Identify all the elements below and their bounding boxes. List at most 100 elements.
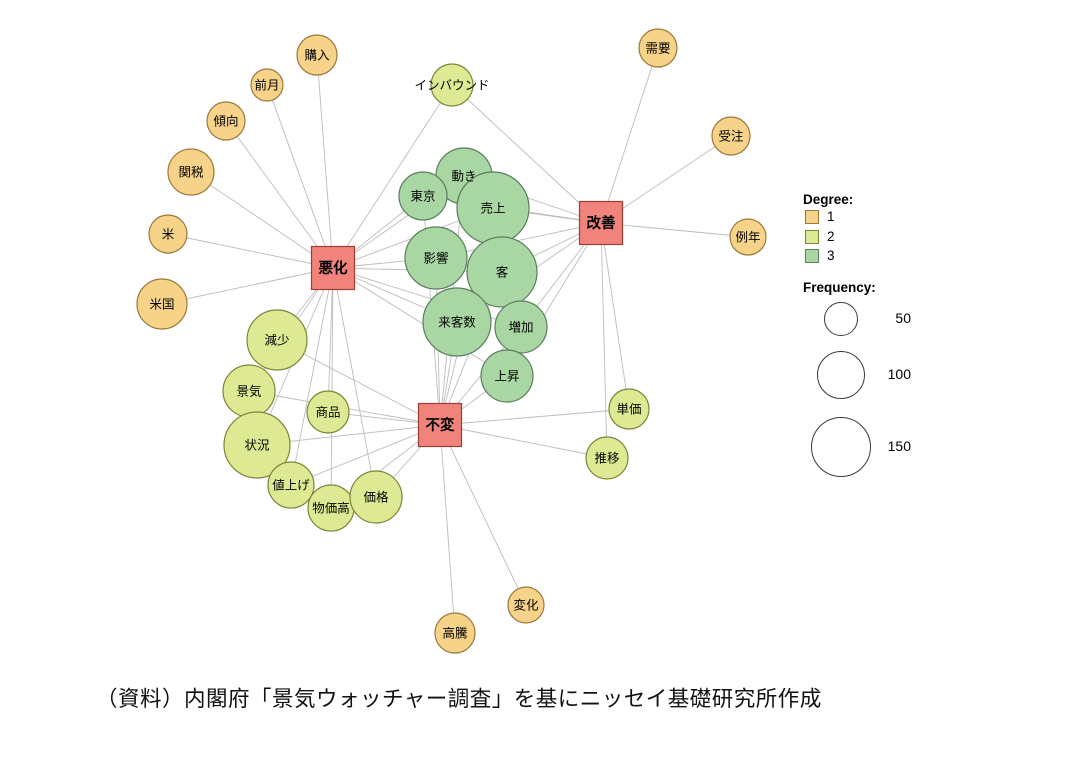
word-node-label: 物価高 — [312, 501, 350, 516]
degree-2-label: 2 — [827, 229, 835, 244]
word-node-circle — [167, 148, 215, 196]
word-node-label: 値上げ — [272, 478, 310, 493]
frequency-50-label: 50 — [895, 310, 911, 326]
word-node-circle — [494, 300, 548, 354]
word-node-circle — [223, 411, 291, 479]
edge — [330, 267, 334, 509]
edge — [439, 408, 630, 426]
frequency-50-circle — [824, 302, 858, 336]
word-node-label: 客 — [496, 265, 509, 280]
center-node-label: 不変 — [426, 416, 455, 434]
word-node-label: 景気 — [236, 384, 261, 399]
edge — [332, 267, 377, 498]
word-node-label: 東京 — [410, 190, 435, 204]
word-node-label: 変化 — [513, 598, 539, 613]
degree-2-swatch — [805, 229, 819, 244]
degree-legend-title: Degree: — [803, 192, 854, 207]
word-node-label: 例年 — [735, 231, 760, 245]
word-node-circle — [466, 236, 538, 308]
edge — [600, 222, 608, 459]
edge — [600, 222, 749, 238]
degree-1-swatch — [805, 209, 819, 224]
frequency-100-circle — [817, 351, 865, 399]
word-node-circle — [206, 101, 246, 141]
edge — [451, 84, 602, 224]
frequency-100-label: 100 — [887, 366, 911, 382]
legend: Degree: 1 2 3 Frequency: 50 100 150 — [803, 192, 953, 502]
word-node-circle — [306, 390, 350, 434]
source-caption: （資料）内閣府「景気ウォッチャー調査」を基にニッセイ基礎研究所作成 — [96, 687, 822, 711]
edge — [190, 171, 334, 269]
word-node-label: 影響 — [423, 251, 448, 266]
center-node-square — [578, 200, 624, 246]
word-node-label: 需要 — [645, 42, 670, 56]
center-node-label: 悪化 — [319, 259, 348, 277]
word-node-label: 商品 — [315, 405, 340, 420]
word-node-label: 傾向 — [213, 114, 238, 129]
word-node-label: 来客数 — [438, 315, 476, 330]
word-node-label: 推移 — [594, 452, 619, 466]
edge — [225, 120, 334, 269]
degree-legend-item-3: 3 — [805, 248, 835, 263]
word-node-label: 米 — [162, 228, 175, 242]
degree-legend-item-1: 1 — [805, 209, 835, 224]
word-node-label: 減少 — [264, 333, 289, 348]
word-node-label: 上昇 — [494, 370, 519, 384]
degree-legend-item-2: 2 — [805, 229, 835, 244]
word-node-circle — [729, 218, 767, 256]
word-node-circle — [296, 34, 338, 76]
edge — [439, 424, 456, 634]
word-node-label: 価格 — [363, 490, 389, 505]
edge — [332, 84, 453, 269]
edge — [290, 424, 441, 486]
word-node-label: 関税 — [178, 166, 204, 180]
word-node-circle — [267, 461, 315, 509]
degree-1-label: 1 — [827, 209, 835, 224]
frequency-150-label: 150 — [887, 438, 911, 454]
edge — [327, 267, 334, 413]
word-node-label: インバウンド — [414, 79, 489, 93]
word-node-circle — [480, 349, 534, 403]
edge — [290, 267, 334, 486]
word-node-circle — [434, 612, 476, 654]
frequency-legend-title: Frequency: — [803, 280, 876, 295]
word-node-label: 高騰 — [442, 626, 468, 641]
word-node-circle — [398, 171, 448, 221]
center-node-square — [310, 245, 356, 291]
word-node-circle — [608, 388, 650, 430]
word-node-circle — [148, 214, 188, 254]
word-node-circle — [404, 226, 468, 290]
center-node-label: 改善 — [587, 214, 616, 232]
word-node-label: 米国 — [149, 298, 174, 312]
word-node-circle — [246, 309, 308, 371]
edge — [266, 84, 334, 269]
edge — [439, 424, 608, 459]
word-node-label: 動き — [451, 170, 476, 184]
edge — [332, 267, 508, 377]
frequency-150-circle — [811, 417, 871, 477]
edge — [316, 54, 334, 269]
word-node-circle — [711, 116, 751, 156]
word-node-circle — [250, 68, 284, 102]
word-node-circle — [349, 470, 403, 524]
word-node-label: 受注 — [718, 129, 744, 144]
degree-3-label: 3 — [827, 248, 835, 263]
word-node-circle — [507, 586, 545, 624]
word-node-circle — [585, 436, 629, 480]
word-node-label: 売上 — [480, 201, 505, 216]
word-node-label: 前月 — [254, 78, 279, 93]
word-node-circle — [638, 28, 678, 68]
word-node-label: 増加 — [508, 321, 533, 335]
edge — [600, 222, 630, 410]
edge — [276, 339, 441, 426]
edge — [167, 233, 334, 269]
word-node-label: 状況 — [244, 438, 270, 453]
word-node-label: 購入 — [304, 49, 330, 63]
edge — [439, 424, 527, 606]
word-node-circle — [422, 287, 492, 357]
word-node-label: 単価 — [616, 403, 641, 417]
degree-3-swatch — [805, 248, 819, 263]
word-node-circle — [136, 278, 188, 330]
